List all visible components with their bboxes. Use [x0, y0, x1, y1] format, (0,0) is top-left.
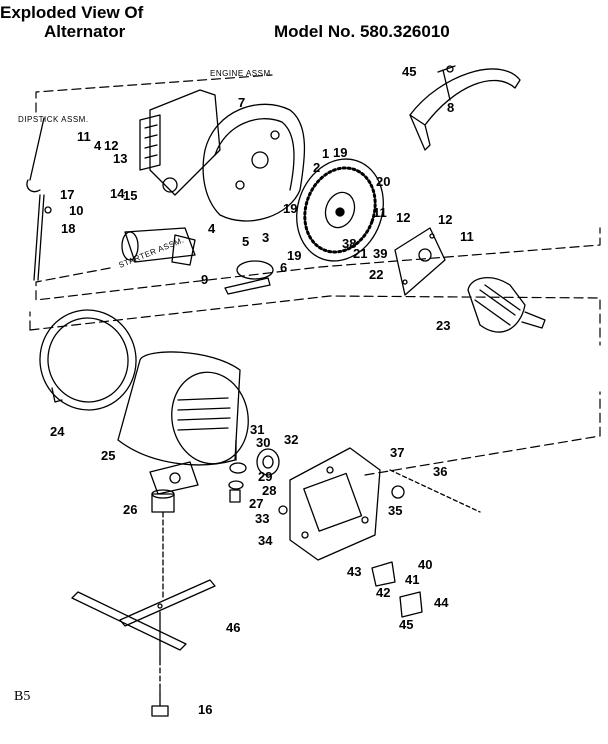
part-callout-9: 9 — [201, 272, 208, 287]
diagram-title-line2: Alternator — [44, 22, 126, 41]
part-callout-37: 37 — [390, 445, 404, 460]
part-callout-22: 22 — [369, 267, 383, 282]
clamp-part-9 — [224, 260, 274, 295]
part-callout-45: 45 — [402, 64, 416, 79]
part-callout-41: 41 — [405, 572, 419, 587]
end-bell-part-34 — [278, 447, 381, 561]
diagram-title-line1: Exploded View Of — [0, 3, 144, 22]
part-callout-42: 42 — [376, 585, 390, 600]
model-number: Model No. 580.326010 — [274, 22, 450, 41]
part-callout-17: 17 — [60, 187, 74, 202]
assembly-boundaries — [29, 74, 601, 476]
page-code: B5 — [14, 689, 31, 704]
part-callout-10: 10 — [69, 203, 83, 218]
part-callout-23: 23 — [436, 318, 450, 333]
part-callout-1: 1 — [322, 146, 329, 161]
part-callout-12: 12 — [396, 210, 410, 225]
part-callout-6: 6 — [280, 260, 287, 275]
part-callout-21: 21 — [353, 246, 367, 261]
part-callout-19: 19 — [287, 248, 301, 263]
part-callout-19: 19 — [333, 145, 347, 160]
part-callout-12: 12 — [438, 212, 452, 227]
dipstick-assembly — [26, 117, 52, 281]
part-callout-11: 11 — [460, 229, 474, 244]
part-callout-11: 11 — [77, 129, 91, 144]
part-callout-3: 3 — [262, 230, 269, 245]
engine-assembly — [139, 89, 306, 222]
stator-housing-part-25 — [117, 351, 249, 495]
part-callout-38: 38 — [342, 236, 356, 251]
part-callout-39: 39 — [373, 246, 387, 261]
part-callout-26: 26 — [123, 502, 137, 517]
part-callout-8: 8 — [447, 100, 454, 115]
part-callout-32: 32 — [284, 432, 298, 447]
part-callout-20: 20 — [376, 174, 390, 189]
dipstick-boundary — [35, 74, 273, 113]
brush-parts — [371, 469, 481, 618]
part-callout-16: 16 — [198, 702, 212, 717]
part-callout-43: 43 — [347, 564, 361, 579]
bolt-part-16 — [151, 689, 169, 717]
part-callout-29: 29 — [258, 469, 272, 484]
part-callout-12: 12 — [104, 138, 118, 153]
rotor-part-23 — [467, 277, 546, 333]
base-frame-part-46 — [71, 579, 216, 661]
part-callout-27: 27 — [249, 496, 263, 511]
engine-assm-label: ENGINE ASSM — [210, 69, 271, 78]
part-callout-46: 46 — [226, 620, 240, 635]
fan-part-20 — [296, 158, 384, 262]
part-callout-7: 7 — [238, 95, 245, 110]
dipstick-assm-label: DIPSTICK ASSM. — [18, 115, 89, 124]
part-callout-25: 25 — [101, 448, 115, 463]
part-callout-35: 35 — [388, 503, 402, 518]
starter-assembly — [121, 227, 196, 266]
part-callout-4: 4 — [94, 138, 102, 153]
part-callout-30: 30 — [256, 435, 270, 450]
ring-part-24 — [39, 309, 137, 411]
part-callout-28: 28 — [262, 483, 276, 498]
adapter-plate-part-22 — [394, 227, 446, 296]
part-callout-15: 15 — [123, 188, 137, 203]
part-callout-24: 24 — [50, 424, 65, 439]
part-callout-13: 13 — [113, 151, 127, 166]
bearing-parts — [228, 439, 280, 503]
part-callout-34: 34 — [258, 533, 273, 548]
part-callout-11: 11 — [373, 205, 387, 220]
part-callout-33: 33 — [255, 511, 269, 526]
part-callout-4: 4 — [208, 221, 216, 236]
part-callout-18: 18 — [61, 221, 75, 236]
part-callout-14: 14 — [110, 186, 125, 201]
part-callout-45: 45 — [399, 617, 413, 632]
part-callout-40: 40 — [418, 557, 432, 572]
part-callout-44: 44 — [434, 595, 449, 610]
part-callout-19: 19 — [283, 201, 297, 216]
part-callout-36: 36 — [433, 464, 447, 479]
part-callout-2: 2 — [313, 160, 320, 175]
bracket-part-8 — [409, 65, 521, 151]
part-callout-31: 31 — [250, 422, 264, 437]
part-callout-5: 5 — [242, 234, 249, 249]
